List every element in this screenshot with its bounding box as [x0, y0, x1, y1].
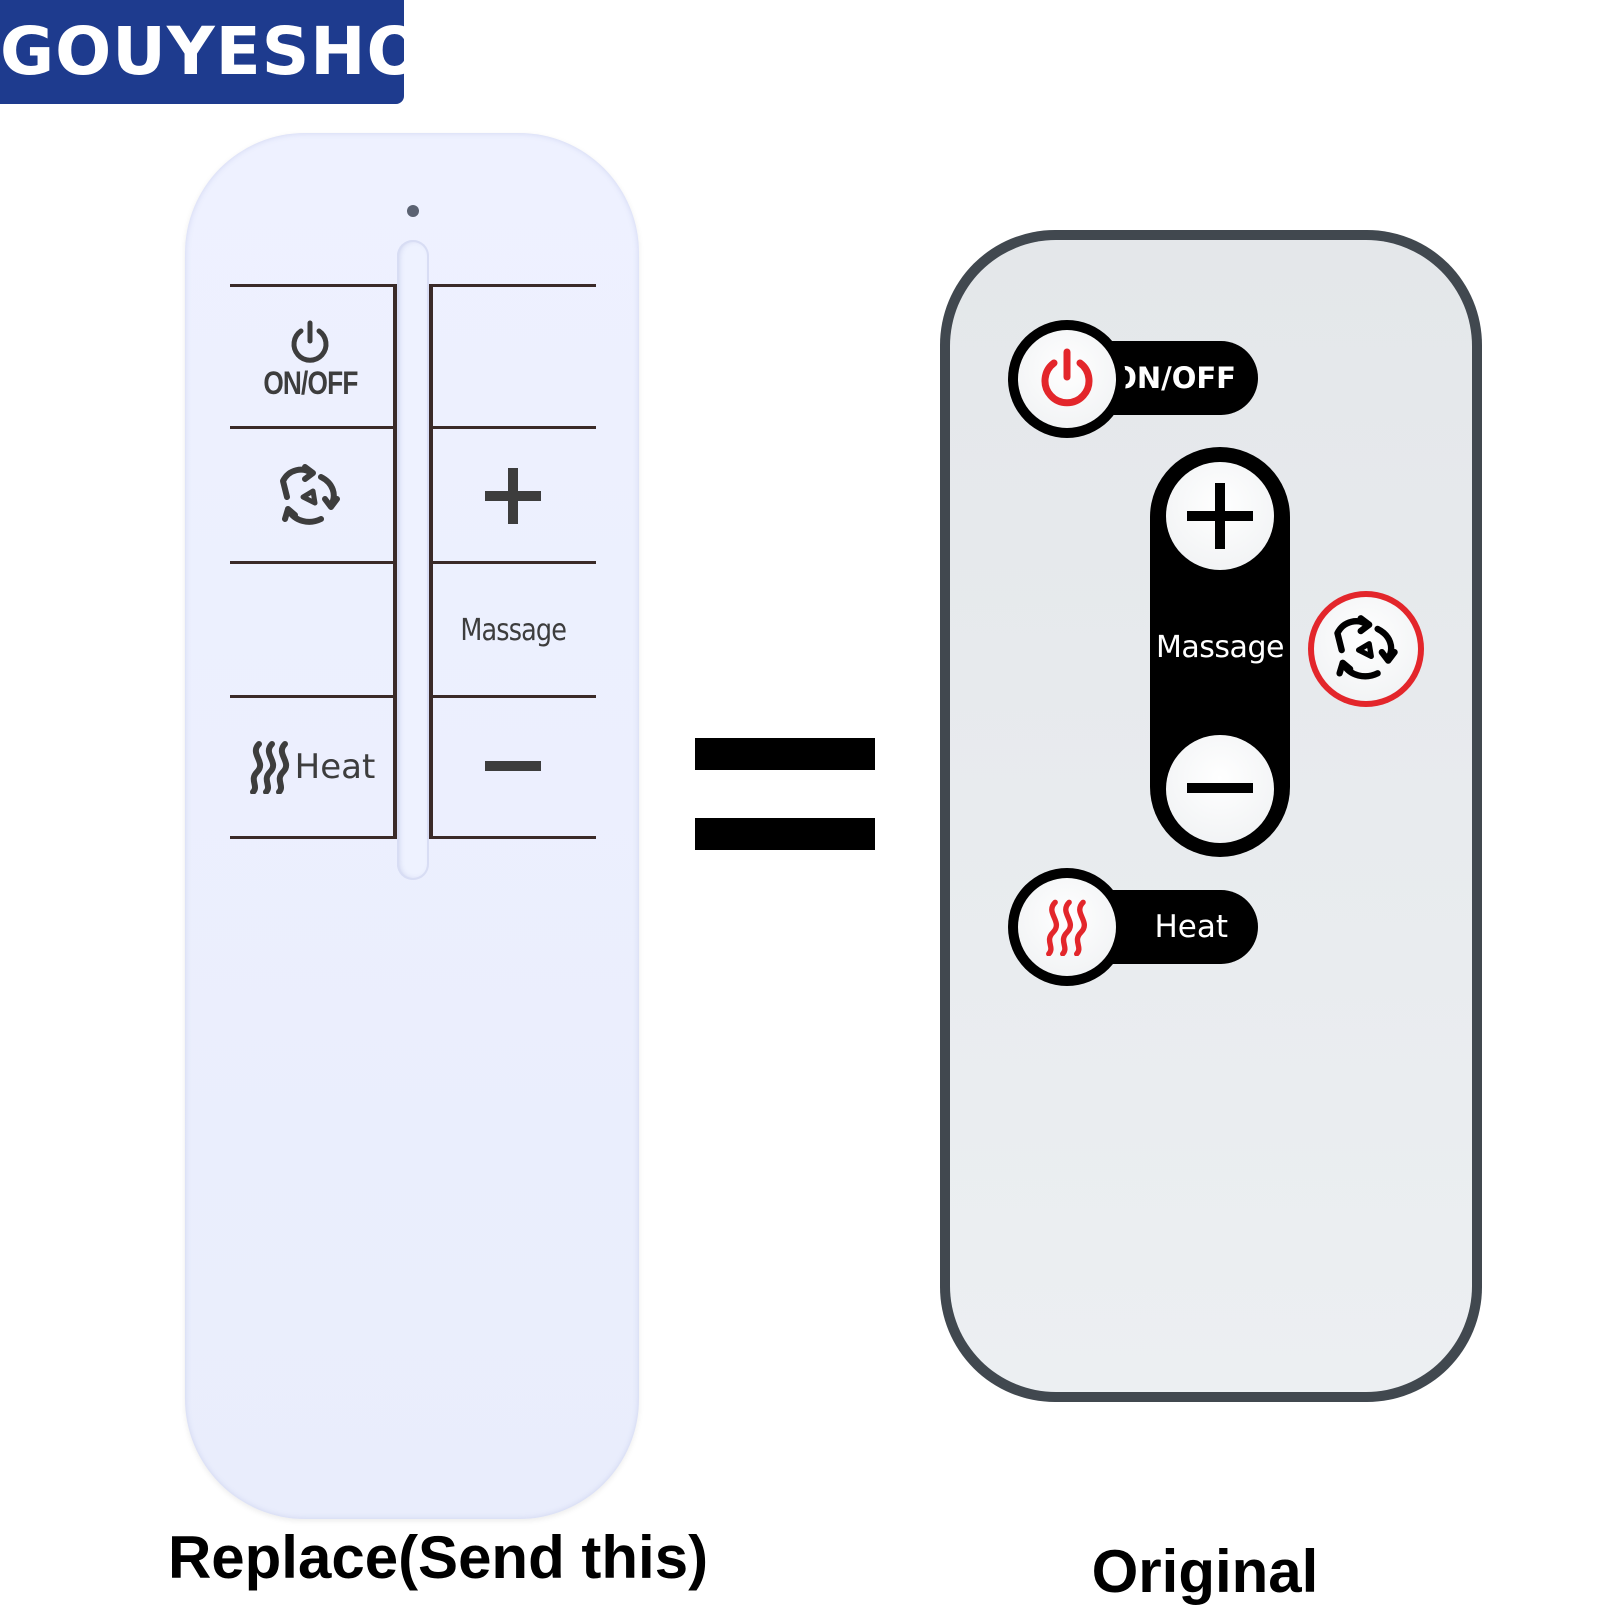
center-divider-slot — [397, 240, 429, 880]
replacement-power-button[interactable]: ON/OFF — [230, 300, 390, 420]
grid-line — [230, 426, 396, 429]
grid-line-vertical — [429, 284, 433, 839]
replacement-mode-button[interactable] — [230, 436, 390, 556]
grid-line — [230, 561, 396, 564]
heat-label: Heat — [294, 747, 376, 787]
grid-line — [430, 561, 596, 564]
massage-label: Massage — [1156, 630, 1284, 665]
grid-line — [430, 426, 596, 429]
power-icon — [291, 320, 329, 363]
equals-sign-bottom-bar — [695, 818, 875, 850]
power-label: ON/OFF — [262, 364, 358, 401]
original-plus-button[interactable] — [1166, 462, 1274, 570]
grid-line — [230, 284, 396, 287]
grid-line — [230, 695, 396, 698]
replacement-massage-label-area: Massage — [433, 570, 593, 690]
equals-sign-top-bar — [695, 738, 875, 770]
heat-waves-icon — [249, 741, 289, 794]
grid-line — [430, 695, 596, 698]
brand-logo: GOUYESHO — [0, 0, 423, 104]
original-caption: Original — [1091, 1538, 1319, 1605]
minus-icon — [1187, 783, 1253, 793]
grid-line — [430, 836, 596, 839]
original-minus-button[interactable] — [1166, 735, 1274, 843]
grid-line — [230, 836, 396, 839]
replacement-plus-button[interactable] — [433, 436, 593, 556]
massage-label: Massage — [460, 612, 567, 648]
grid-line-vertical — [393, 284, 397, 839]
plus-icon — [1187, 483, 1253, 549]
heat-label: Heat — [1154, 909, 1228, 945]
heat-waves-icon — [1046, 899, 1087, 956]
replacement-heat-button[interactable]: Heat — [230, 704, 390, 830]
plus-icon — [485, 468, 541, 524]
power-label: ON/OFF — [1112, 361, 1236, 395]
original-mode-button[interactable] — [1308, 591, 1424, 707]
original-power-button[interactable] — [1008, 320, 1126, 438]
grid-line — [430, 284, 596, 287]
minus-icon — [485, 761, 541, 771]
original-heat-button[interactable] — [1008, 868, 1126, 986]
power-icon — [1041, 348, 1093, 407]
indicator-led — [407, 205, 419, 217]
recycle-arrows-icon — [1334, 615, 1398, 680]
replacement-minus-button[interactable] — [433, 704, 593, 830]
replacement-caption: Replace(Send this) — [167, 1524, 709, 1591]
recycle-arrows-icon — [280, 464, 340, 525]
